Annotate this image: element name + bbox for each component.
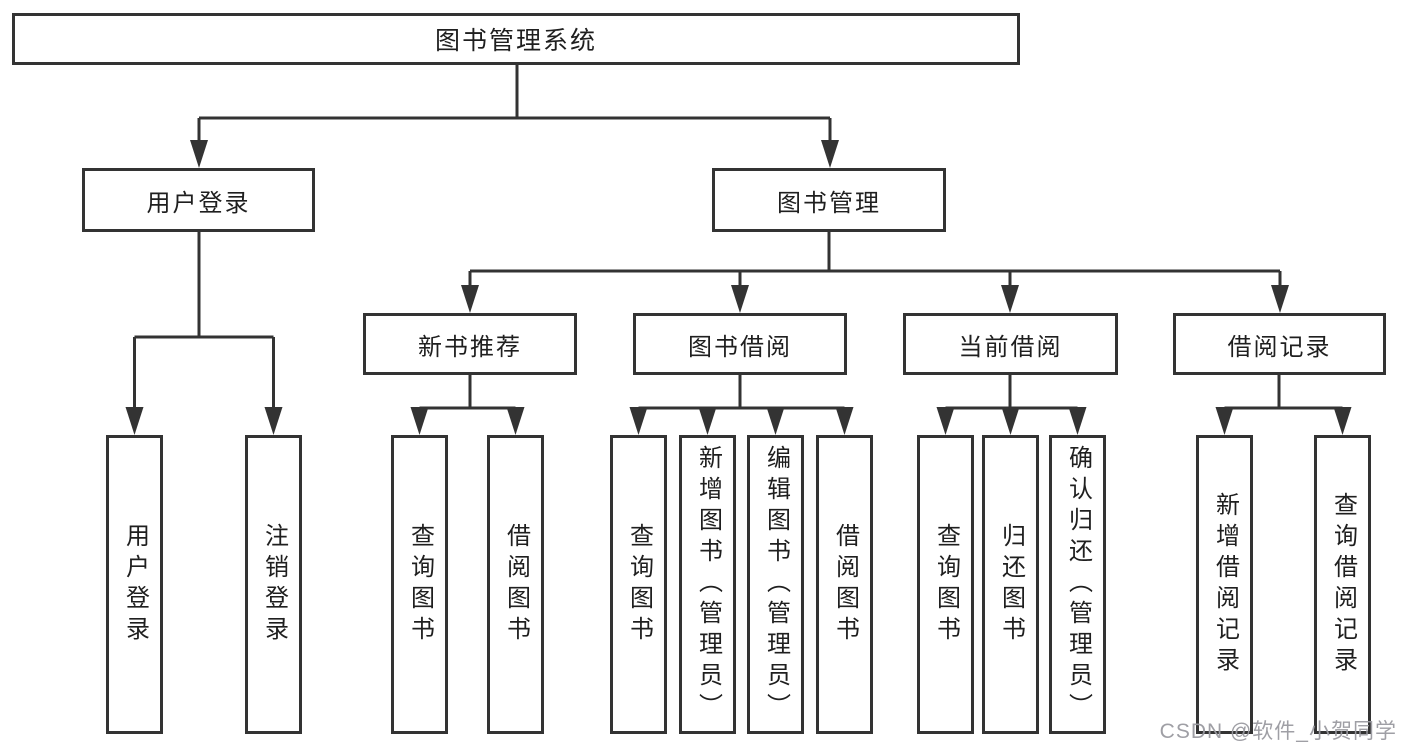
leaf-logout: 注销登录 bbox=[245, 435, 302, 734]
leaf-borrow-query-books: 查询图书 bbox=[610, 435, 667, 734]
leaf-add-borrow-record: 新增借阅记录 bbox=[1196, 435, 1253, 734]
leaf-current-query-books: 查询图书 bbox=[917, 435, 974, 734]
node-user-login: 用户登录 bbox=[82, 168, 315, 232]
csdn-watermark: CSDN @软件_小贺同学 bbox=[1159, 720, 1397, 743]
leaf-user-login: 用户登录 bbox=[106, 435, 163, 734]
leaf-query-borrow-record: 查询借阅记录 bbox=[1314, 435, 1371, 734]
leaf-confirm-return-admin: 确认归还（管理员） bbox=[1049, 435, 1106, 734]
node-book-management: 图书管理 bbox=[712, 168, 946, 232]
leaf-borrow-books: 借阅图书 bbox=[816, 435, 873, 734]
node-new-book-recommend: 新书推荐 bbox=[363, 313, 577, 375]
leaf-add-books-admin: 新增图书（管理员） bbox=[679, 435, 736, 734]
node-system-root: 图书管理系统 bbox=[12, 13, 1020, 65]
node-book-borrow: 图书借阅 bbox=[633, 313, 847, 375]
leaf-recommend-borrow-books: 借阅图书 bbox=[487, 435, 544, 734]
node-borrow-records: 借阅记录 bbox=[1173, 313, 1386, 375]
leaf-edit-books-admin: 编辑图书（管理员） bbox=[747, 435, 804, 734]
node-current-borrow: 当前借阅 bbox=[903, 313, 1118, 375]
leaf-recommend-query-books: 查询图书 bbox=[391, 435, 448, 734]
leaf-return-books: 归还图书 bbox=[982, 435, 1039, 734]
